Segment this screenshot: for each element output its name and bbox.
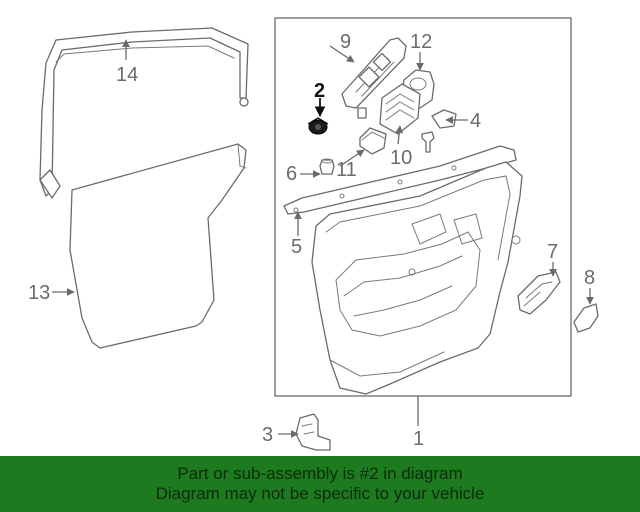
part-1-door-trim-panel[interactable] [311,161,523,395]
part-8-cap[interactable] [573,303,599,333]
info-banner: Part or sub-assembly is #2 in diagram Di… [0,456,640,512]
banner-line-2: Diagram may not be specific to your vehi… [155,484,485,503]
part-10-window-switch[interactable] [357,83,421,135]
part-11-switch[interactable] [359,127,387,155]
callout-6: 6 [286,163,297,185]
callout-14: 14 [116,64,138,86]
part-2-clip[interactable] [307,117,329,135]
parts-diagram: 14 13 9 12 2 4 10 11 6 5 7 8 3 1 [28,17,599,451]
part-9-switch-bezel[interactable] [341,37,407,109]
callout-9: 9 [340,31,351,53]
part-3-bracket[interactable] [295,413,331,451]
assembly-frame [274,17,572,397]
leader-lines [52,39,594,438]
callout-13: 13 [28,282,50,304]
callout-10: 10 [390,147,412,169]
part-6-clip[interactable] [319,158,335,175]
callout-8: 8 [584,267,595,289]
callout-2: 2 [314,80,325,102]
callout-labels: 14 13 9 12 2 4 10 11 6 5 7 8 3 1 [28,31,595,450]
callout-5: 5 [291,236,302,258]
part-7-pull-handle[interactable] [517,271,561,315]
part-13-water-deflector[interactable] [69,143,247,349]
callout-3: 3 [262,424,273,446]
banner-line-1: Part or sub-assembly is #2 in diagram [177,464,463,483]
callout-11: 11 [336,159,357,181]
callout-7: 7 [547,241,558,263]
part-14-window-molding[interactable] [39,27,249,199]
callout-12: 12 [410,31,432,53]
part-4-cover[interactable] [421,109,457,153]
callout-4: 4 [470,110,481,132]
callout-1: 1 [413,428,424,450]
